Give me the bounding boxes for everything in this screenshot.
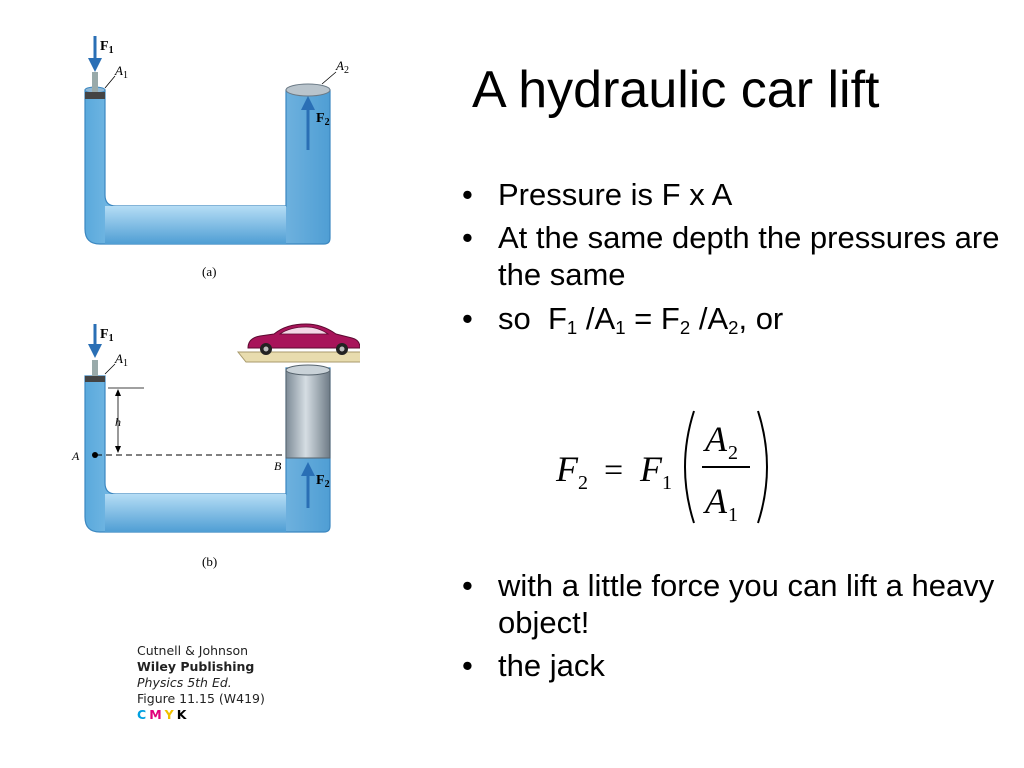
bullet-marker: • — [462, 177, 473, 212]
bullet-ratio: • so F1 /A1 = F2 /A2, or — [462, 300, 1022, 337]
ratio-a1: A1 — [594, 300, 626, 338]
formula-lhs-var: F — [555, 449, 579, 489]
point-a-dot — [92, 452, 98, 458]
formula-den-var: A — [703, 481, 728, 521]
bullet-same-depth: • At the same depth the pressures are th… — [462, 219, 1022, 293]
credit-authors: Cutnell & Johnson — [137, 643, 249, 658]
figure-b-caption: (b) — [202, 554, 217, 569]
cmyk-k: K — [176, 707, 190, 722]
bullet-text: the jack — [498, 648, 605, 684]
figure-a-hydraulic-diagram: F1 A1 A2 F2 (a) — [84, 36, 349, 279]
large-piston — [285, 369, 331, 459]
fluid-horizontal — [105, 206, 286, 244]
force-out-arrow-head — [301, 96, 315, 110]
formula-right-paren — [757, 410, 768, 524]
ratio-equals: = — [634, 300, 653, 336]
ratio-a2: A2 — [707, 300, 739, 338]
small-piston-rod — [92, 72, 98, 92]
label-area-in: A1 — [114, 63, 128, 81]
credit-book: Physics 5th Ed. — [137, 675, 232, 690]
height-arrow-bottom — [115, 446, 121, 453]
ratio-f1: F1 — [547, 300, 578, 338]
fluid-horizontal — [105, 494, 286, 532]
bullet-text: At the same depth the pressures are the … — [498, 220, 1000, 293]
bullet-text: with a little force you can lift a heavy… — [498, 568, 995, 641]
bullet-text: Pressure is F x A — [498, 177, 733, 212]
label-point-a: A — [71, 449, 80, 463]
small-piston — [85, 92, 105, 99]
label-height: h — [115, 415, 121, 429]
formula-num-var: A — [703, 419, 728, 459]
bullet-list: • Pressure is F x A • At the same depth … — [462, 176, 1022, 343]
slide-title: A hydraulic car lift — [472, 61, 880, 119]
ratio-so: so — [498, 300, 531, 336]
cmyk-m: M — [149, 707, 165, 722]
bullet-pressure: • Pressure is F x A — [462, 176, 1022, 213]
small-piston-rod — [92, 360, 98, 376]
label-area-out: A2 — [335, 58, 349, 76]
figure-credit: Cutnell & Johnson Wiley Publishing Physi… — [137, 643, 337, 723]
credit-figure-number: Figure 11.15 (W419) — [137, 691, 265, 706]
lift-formula: F 2 = F 1 A 2 A 1 — [555, 410, 768, 526]
figure-b-hydraulic-diagram: F1 A1 h A B F2 (b) — [71, 323, 360, 569]
figure-a-caption: (a) — [202, 264, 216, 279]
car-icon — [247, 323, 360, 355]
label-force-out: F2 — [316, 473, 330, 490]
force-in-arrow-head — [88, 344, 102, 358]
formula-left-paren — [684, 410, 695, 524]
cmyk-y: Y — [164, 707, 177, 722]
large-piston-top — [285, 364, 331, 376]
formula-rhs-var: F — [639, 449, 663, 489]
height-arrow-top — [115, 389, 121, 396]
label-point-b: B — [274, 459, 282, 473]
ratio-tail: , or — [738, 300, 784, 336]
label-area-in: A1 — [114, 351, 128, 369]
bullet-marker: • — [462, 648, 473, 684]
ratio-slash: / — [585, 300, 595, 336]
formula-equals: = — [604, 452, 623, 489]
formula-den-sub: 1 — [728, 504, 738, 526]
force-in-arrow-head — [88, 58, 102, 72]
area-out-leader — [321, 71, 337, 85]
force-out-arrow-head — [301, 462, 315, 476]
bullet-jack: • the jack — [462, 647, 1022, 684]
large-piston-top — [285, 83, 331, 97]
cmyk-c: C — [137, 707, 150, 722]
bullet-marker: • — [462, 300, 473, 336]
area-in-leader — [104, 75, 116, 89]
ratio-f2: F2 — [660, 300, 691, 338]
area-in-leader — [104, 363, 116, 375]
ratio-slash: / — [698, 300, 708, 336]
lift-platform — [236, 351, 360, 363]
formula-num-sub: 2 — [728, 442, 738, 464]
bullet-list-lower: • with a little force you can lift a hea… — [462, 567, 1022, 691]
label-force-in: F1 — [100, 39, 114, 56]
small-piston — [85, 376, 105, 382]
cmyk-marks: CMYK — [137, 707, 337, 723]
label-force-in: F1 — [100, 327, 114, 344]
label-force-out: F2 — [316, 111, 330, 128]
bullet-marker: • — [462, 568, 473, 603]
formula-rhs-sub: 1 — [662, 472, 672, 494]
credit-publisher: Wiley Publishing — [137, 659, 255, 674]
bullet-little-force: • with a little force you can lift a hea… — [462, 567, 1022, 641]
formula-lhs-sub: 2 — [578, 472, 588, 494]
bullet-marker: • — [462, 220, 473, 256]
